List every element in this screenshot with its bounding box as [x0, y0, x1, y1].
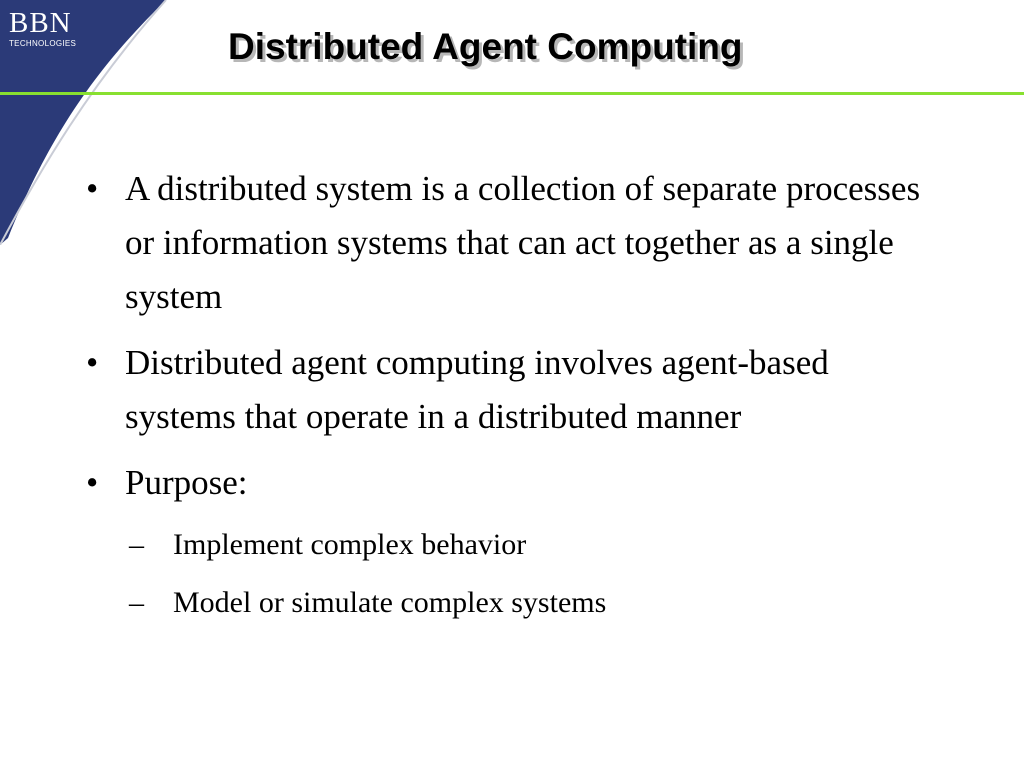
slide-content: • A distributed system is a collection o… — [84, 162, 944, 638]
bullet-item: • Distributed agent computing involves a… — [84, 336, 944, 444]
title-divider — [0, 92, 1024, 95]
bullet-text: A distributed system is a collection of … — [125, 169, 921, 316]
bullet-marker: • — [86, 343, 99, 382]
bullet-marker: • — [86, 169, 99, 208]
sub-bullet-text: Model or simulate complex systems — [173, 586, 607, 619]
bullet-item: • Purpose: — [84, 456, 944, 510]
bullet-marker: • — [86, 463, 99, 502]
slide-title: Distributed Agent Computing — [228, 26, 743, 67]
sub-bullet-item: – Implement complex behavior — [129, 522, 944, 568]
bullet-text: Purpose: — [125, 463, 248, 502]
sub-bullet-text: Implement complex behavior — [173, 528, 527, 561]
sub-bullet-item: – Model or simulate complex systems — [129, 580, 944, 626]
logo-letters: BBN — [9, 7, 72, 39]
bbn-logo: BBN TECHNOLOGIES — [9, 8, 99, 49]
sub-bullet-marker: – — [129, 586, 144, 619]
logo-subtitle: TECHNOLOGIES — [9, 39, 77, 48]
sub-bullet-marker: – — [129, 528, 144, 561]
bullet-item: • A distributed system is a collection o… — [84, 162, 944, 324]
bullet-text: Distributed agent computing involves age… — [125, 343, 829, 436]
corner-decoration — [0, 0, 167, 245]
